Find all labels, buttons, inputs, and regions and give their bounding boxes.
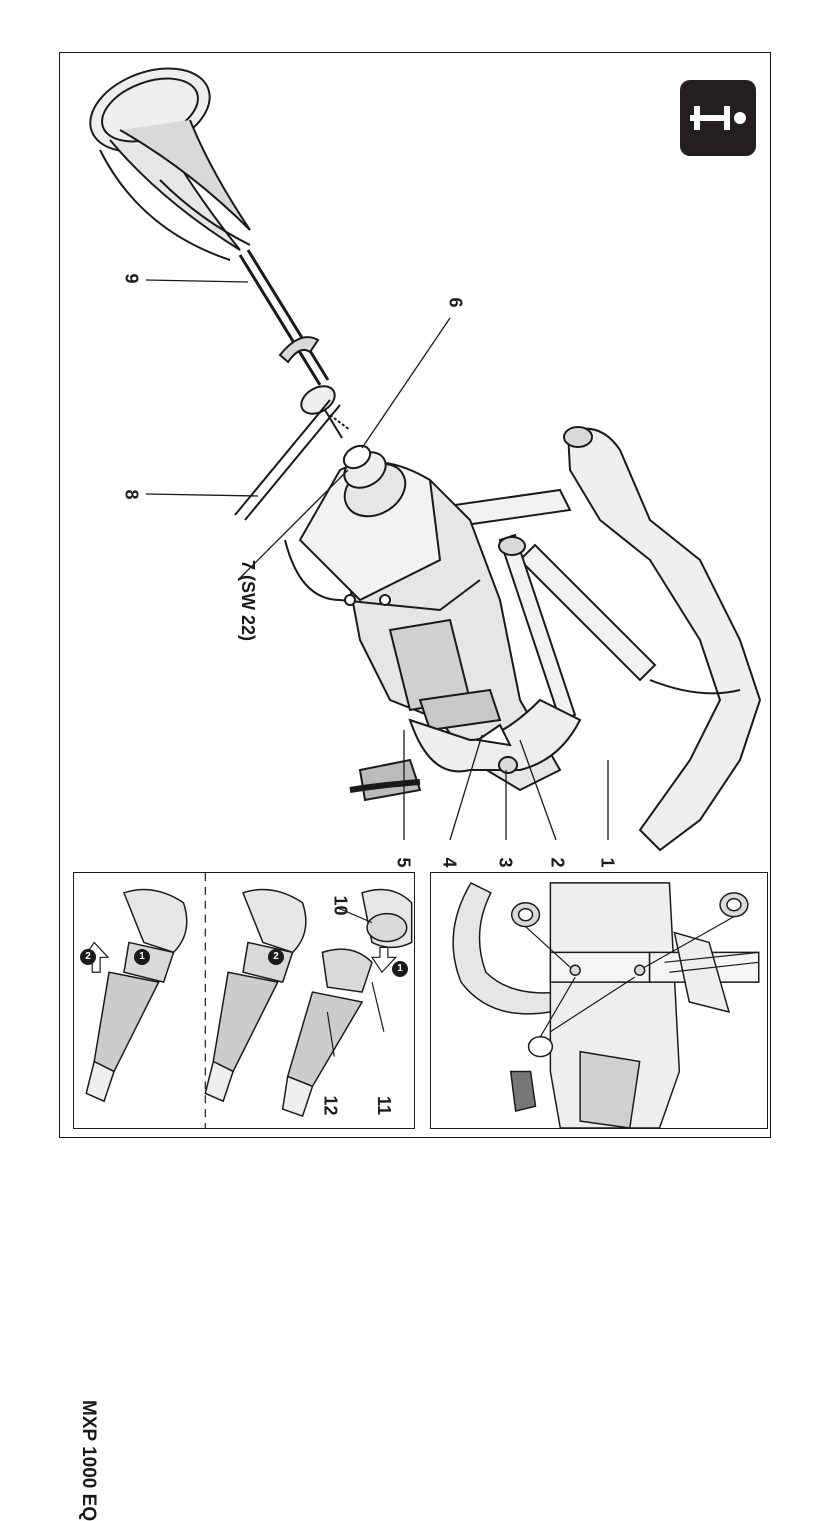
callout-4: 4: [439, 857, 460, 867]
step-badge-1: 1: [134, 949, 150, 965]
callout-7-wrap: 7 (SW 22): [236, 560, 258, 720]
callout-12: 12: [320, 1095, 341, 1115]
callout-2: 2: [547, 857, 568, 867]
callout-9: 9: [121, 273, 142, 283]
collet-illustration: [74, 873, 414, 1128]
step-badge-2: 2: [80, 949, 96, 965]
callout-8: 8: [121, 489, 142, 499]
model-title: MXP 1000 EQ: [76, 1400, 100, 1520]
callout-11: 11: [373, 1096, 394, 1115]
callout-7: 7 (SW 22): [237, 560, 258, 641]
step-badge-2: 2: [268, 949, 284, 965]
handle-mount-illustration: [431, 873, 767, 1128]
callout-5: 5: [393, 857, 414, 867]
callout-1: 1: [597, 857, 618, 867]
callout-3: 3: [495, 857, 516, 867]
mixing-paddle: [79, 53, 328, 385]
callout-10: 10: [330, 895, 351, 915]
handle-mount-inset: [430, 872, 768, 1129]
step-badge-1: 1: [392, 961, 408, 977]
collet-inset: 1 2 2 1 10 11 12: [73, 872, 415, 1129]
callout-6: 6: [445, 297, 466, 307]
